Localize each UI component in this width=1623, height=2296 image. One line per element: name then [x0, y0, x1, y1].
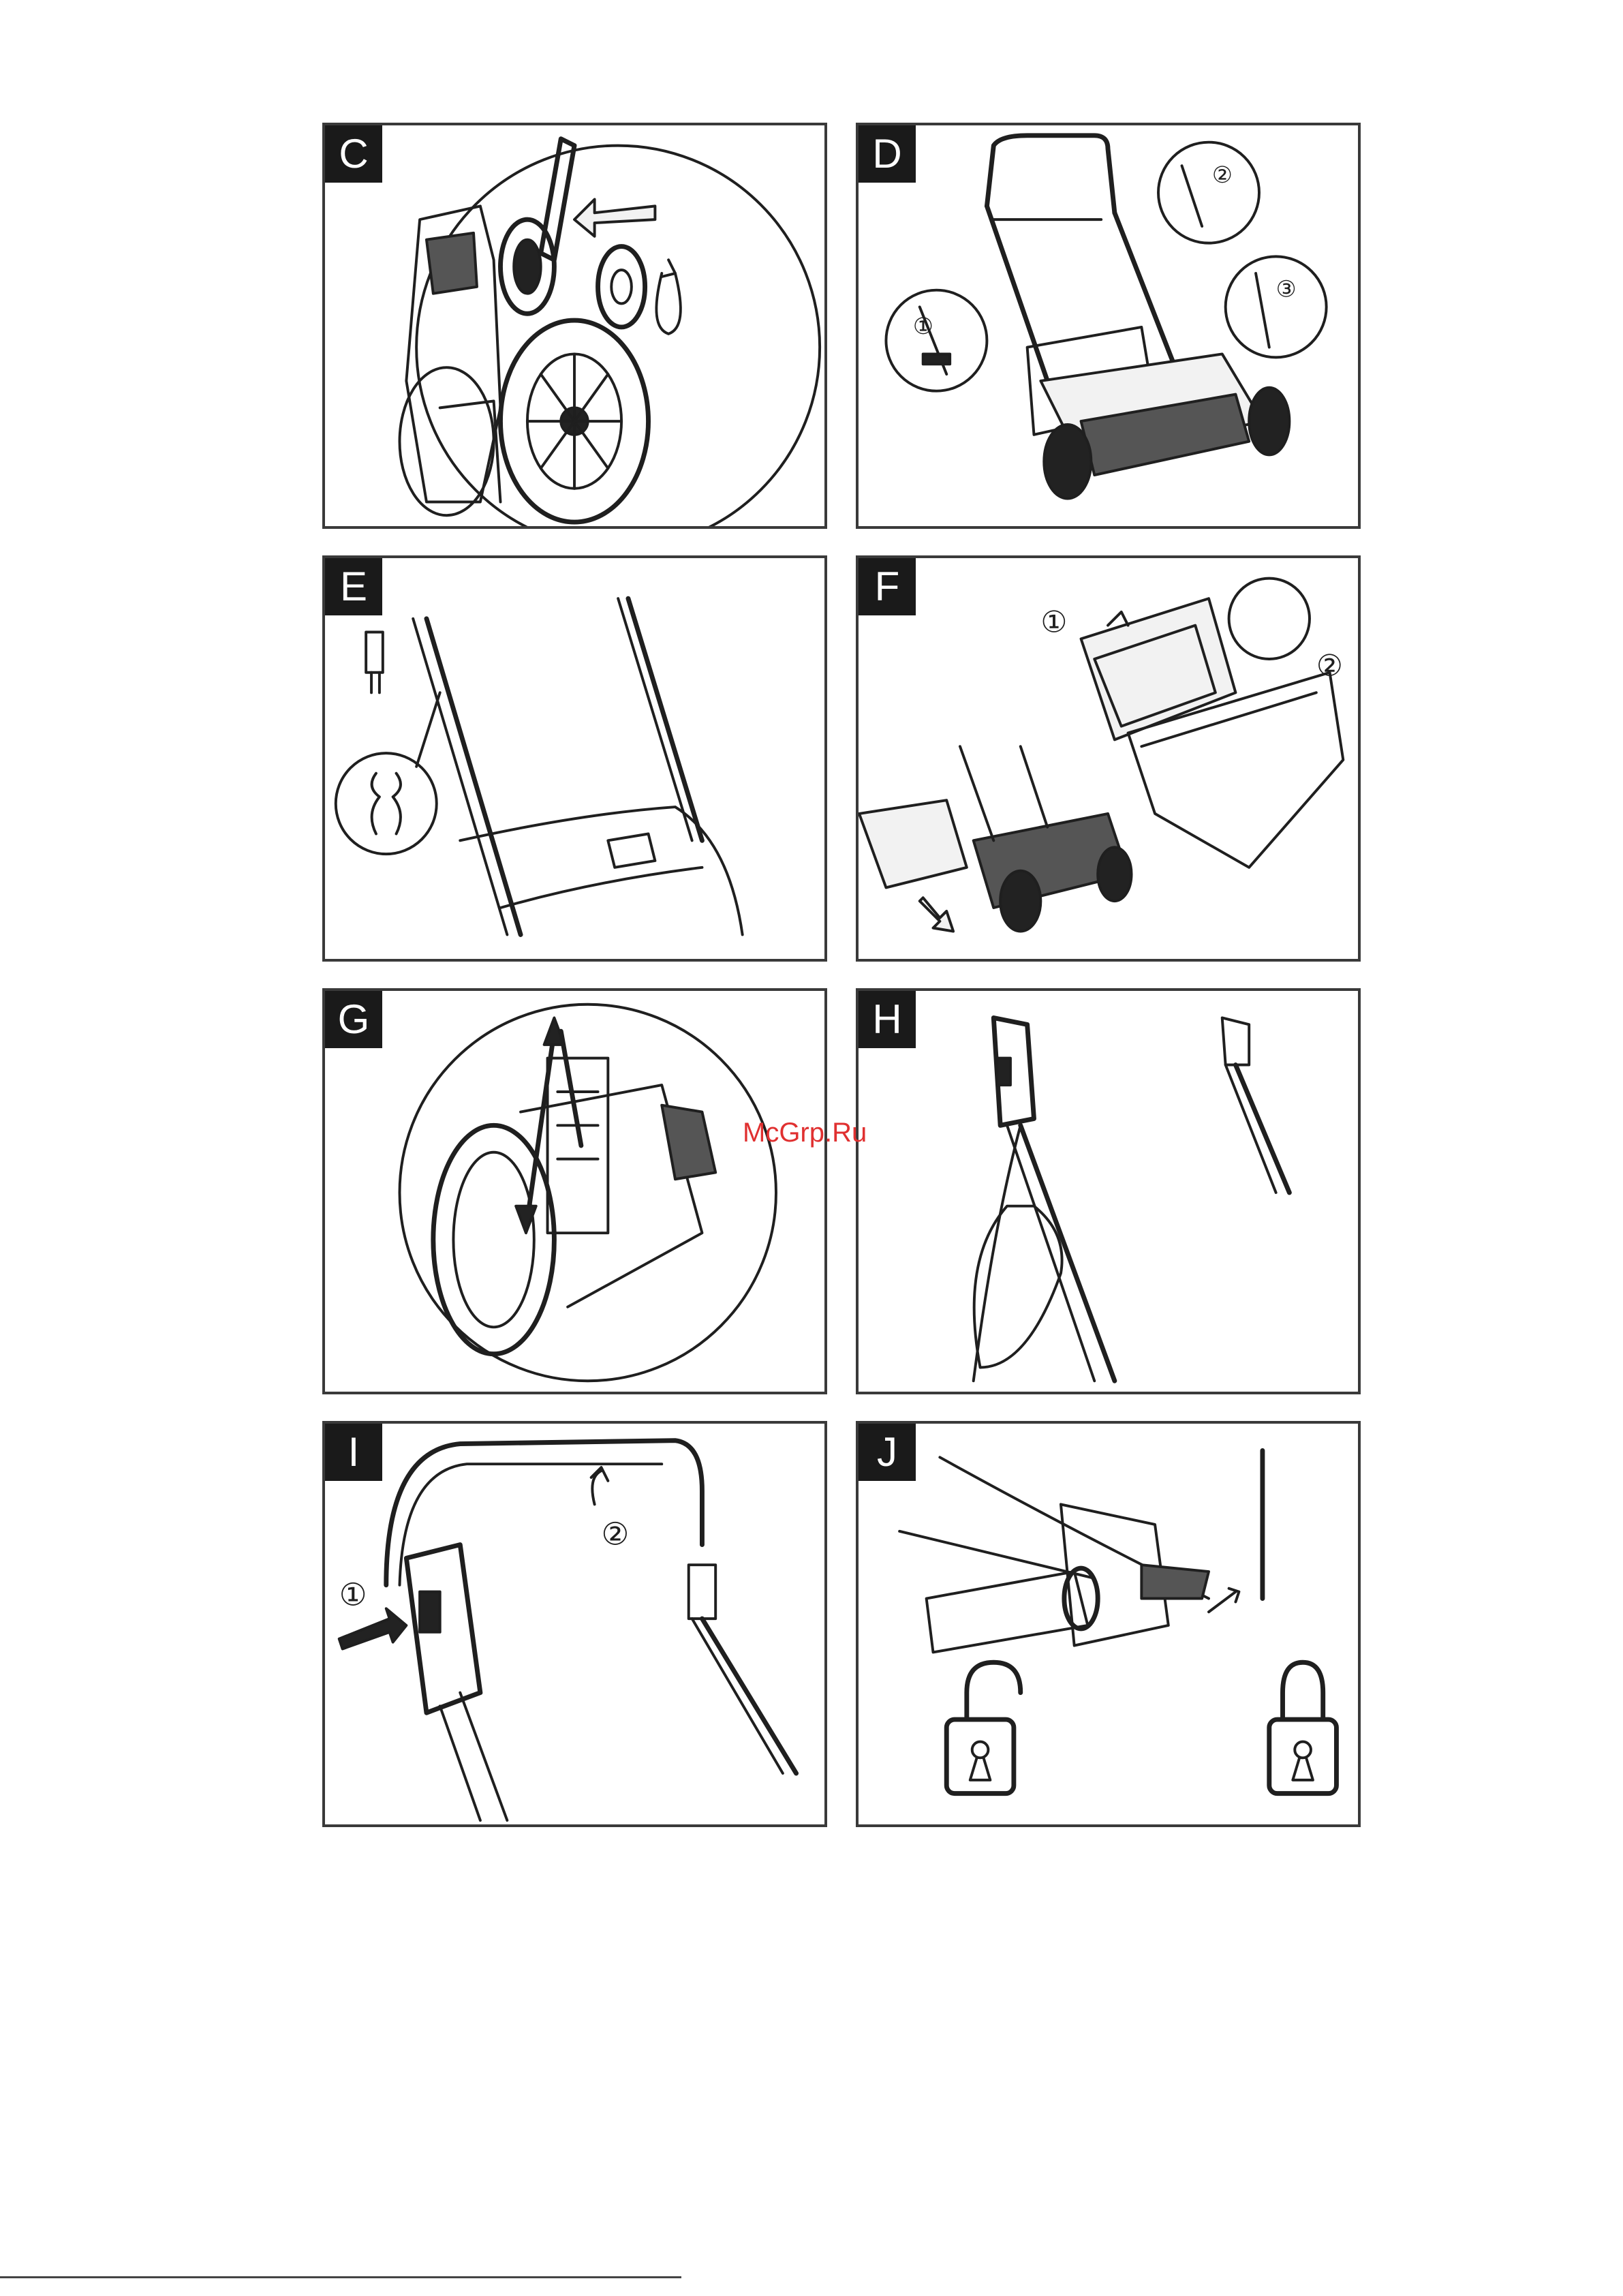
panel-i: I ① ② [322, 1421, 827, 1827]
step-1-marker: ① [339, 1577, 367, 1612]
panel-e: E [322, 555, 827, 962]
panel-g: G [322, 988, 827, 1394]
watermark: McGrp.Ru [743, 1118, 867, 1148]
panel-label-j: J [859, 1424, 916, 1481]
panel-label-d: D [859, 125, 916, 183]
panel-f: F ① ② [856, 555, 1361, 962]
panel-d: D ① ② ③ [856, 123, 1361, 529]
lock-unlock-illustration [859, 1424, 1358, 1824]
panel-label-f: F [859, 558, 916, 615]
panel-label-i: I [325, 1424, 382, 1481]
step-2-marker: ② [1212, 163, 1233, 188]
panel-h: H [856, 988, 1361, 1394]
panel-c: C [322, 123, 827, 529]
step-2-marker: ② [601, 1517, 629, 1552]
footer-rule [0, 2276, 681, 2278]
step-1-marker: ① [913, 314, 933, 339]
switch-operation-illustration: ① ② [325, 1424, 824, 1824]
panel-j: J [856, 1421, 1361, 1827]
step-2-marker: ② [1316, 650, 1343, 683]
panel-label-g: G [325, 991, 382, 1048]
grass-bag-fitting-illustration: ① ② [859, 558, 1358, 959]
step-3-marker: ③ [1276, 277, 1297, 303]
handle-mounting-illustration: ① ② ③ [859, 125, 1358, 526]
cable-relief-illustration [859, 991, 1358, 1392]
panel-label-c: C [325, 125, 382, 183]
height-adjustment-illustration [325, 991, 824, 1392]
cable-clip-illustration [325, 558, 824, 959]
wheel-assembly-illustration [325, 125, 824, 526]
step-1-marker: ① [1040, 607, 1067, 639]
panel-label-e: E [325, 558, 382, 615]
panel-label-h: H [859, 991, 916, 1048]
